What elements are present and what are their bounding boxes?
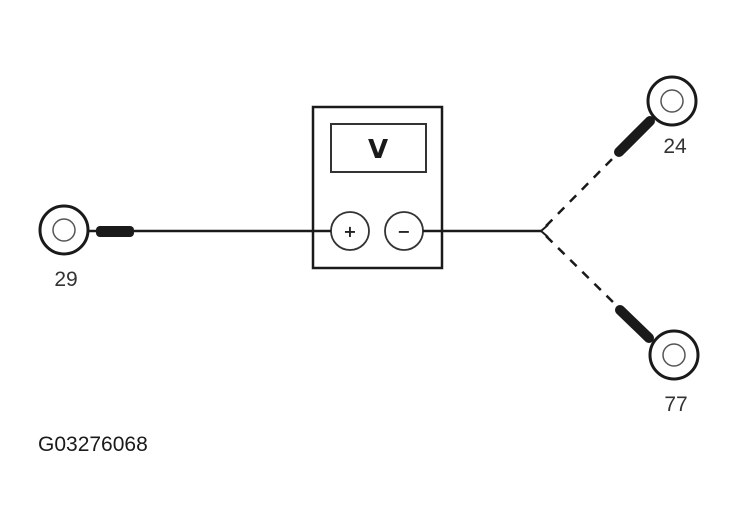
- positive-probe-tip: [96, 226, 134, 237]
- pin-77-connector: [648, 329, 700, 381]
- pin-29-connector: [38, 204, 90, 256]
- positive-terminal-label: +: [343, 222, 356, 241]
- upper-probe-tip: [614, 116, 655, 157]
- voltmeter-display-symbol: V: [368, 135, 388, 165]
- pin-24-contact: [660, 89, 684, 113]
- branch-to-pin-77: [545, 235, 654, 343]
- dashed-lead-upper: [545, 151, 620, 227]
- positive-test-lead: [88, 226, 331, 237]
- voltmeter: V + −: [311, 105, 444, 270]
- pin-29-contact: [52, 218, 76, 242]
- voltmeter-display: [330, 123, 427, 173]
- lower-probe-tip: [615, 305, 654, 343]
- branch-to-pin-24: [545, 116, 655, 227]
- pin-24-connector: [646, 75, 698, 127]
- negative-terminal-label: −: [397, 222, 410, 241]
- pin-29-label: 29: [54, 268, 77, 291]
- pin-24-label: 24: [663, 135, 687, 158]
- dashed-lead-lower: [545, 235, 619, 308]
- pin-77-contact: [662, 343, 686, 367]
- figure-reference-code: G03276068: [38, 433, 148, 456]
- pin-77-label: 77: [664, 393, 687, 416]
